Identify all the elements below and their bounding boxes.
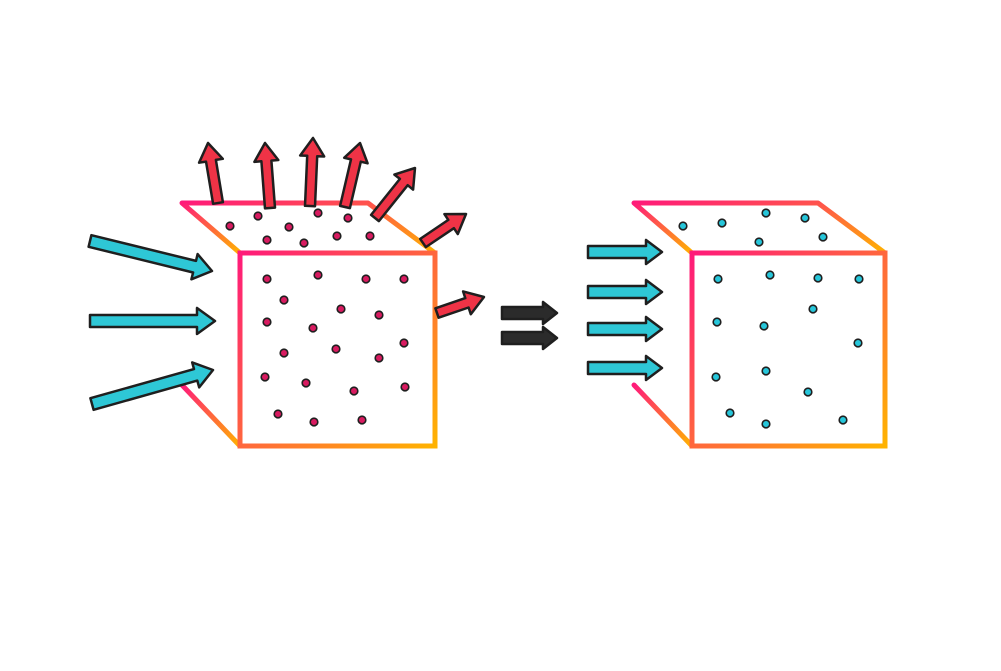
particle [808, 304, 818, 314]
particle [374, 310, 384, 320]
particle [712, 317, 722, 327]
particle [260, 372, 270, 382]
particle [803, 387, 813, 397]
particle [357, 415, 367, 425]
left-cube-bottom-left-edge [179, 382, 243, 449]
particle [813, 273, 823, 283]
particle [313, 270, 323, 280]
particle [361, 274, 371, 284]
particle [713, 274, 723, 284]
red-arrow-icon [298, 136, 326, 208]
particle [253, 211, 263, 221]
particle [854, 274, 864, 284]
cyan-arrow-icon [586, 354, 664, 382]
cyan-arrow-icon [586, 238, 664, 266]
particle [262, 274, 272, 284]
particle [336, 304, 346, 314]
particle [725, 408, 735, 418]
particle [761, 366, 771, 376]
particle [301, 378, 311, 388]
cyan-arrow-icon [586, 278, 664, 306]
right-cube-bottom-left-edge [631, 382, 695, 449]
right-cube-particles [678, 208, 864, 429]
particle [400, 382, 410, 392]
red-arrow-icon [197, 141, 225, 206]
left-cube-front-face [237, 250, 438, 449]
particle [800, 213, 810, 223]
particle [717, 218, 727, 228]
cyan-arrow-icon [89, 361, 215, 412]
right-incoming-arrows [586, 238, 664, 382]
particle [225, 221, 235, 231]
dark-arrow-icon [500, 300, 559, 326]
right-cube-front-face [689, 250, 888, 449]
cyan-arrow-icon [87, 233, 214, 281]
red-arrow-icon [418, 212, 468, 249]
particle [759, 321, 769, 331]
particle [308, 323, 318, 333]
particle [279, 348, 289, 358]
particle [343, 213, 353, 223]
particle [309, 417, 319, 427]
left-cube-top-left-edge [179, 200, 243, 256]
right-cube-top-left-edge [631, 200, 695, 256]
particle [374, 353, 384, 363]
particle [299, 238, 309, 248]
particle [711, 372, 721, 382]
particle [279, 295, 289, 305]
particle [349, 386, 359, 396]
particle [399, 274, 409, 284]
particle [838, 415, 848, 425]
left-cube-particles [225, 208, 410, 427]
particle [678, 221, 688, 231]
red-arrow-icon [253, 141, 280, 210]
left-incoming-arrows [87, 233, 217, 412]
left-cube [179, 200, 438, 449]
particle [331, 344, 341, 354]
particle [284, 222, 294, 232]
particle [262, 317, 272, 327]
particle [853, 338, 863, 348]
cyan-arrow-icon [586, 315, 664, 343]
red-arrow-icon [434, 290, 486, 319]
particle [761, 208, 771, 218]
particle [365, 231, 375, 241]
cyan-arrow-icon [88, 306, 217, 336]
red-arrow-icon [338, 141, 369, 210]
particle [332, 231, 342, 241]
particle [765, 270, 775, 280]
right-cube [631, 200, 888, 449]
particle [273, 409, 283, 419]
particle [818, 232, 828, 242]
red-arrow-icon [369, 166, 417, 223]
left-outgoing-arrows [197, 136, 486, 319]
double-right-arrow-icon [500, 300, 559, 351]
left-cube-top-back-edge [182, 200, 437, 256]
right-cube-top-back-edge [634, 200, 887, 256]
dark-arrow-icon [500, 325, 559, 351]
particle [313, 208, 323, 218]
particle [754, 237, 764, 247]
particle [262, 235, 272, 245]
particle [761, 419, 771, 429]
particle [399, 338, 409, 348]
